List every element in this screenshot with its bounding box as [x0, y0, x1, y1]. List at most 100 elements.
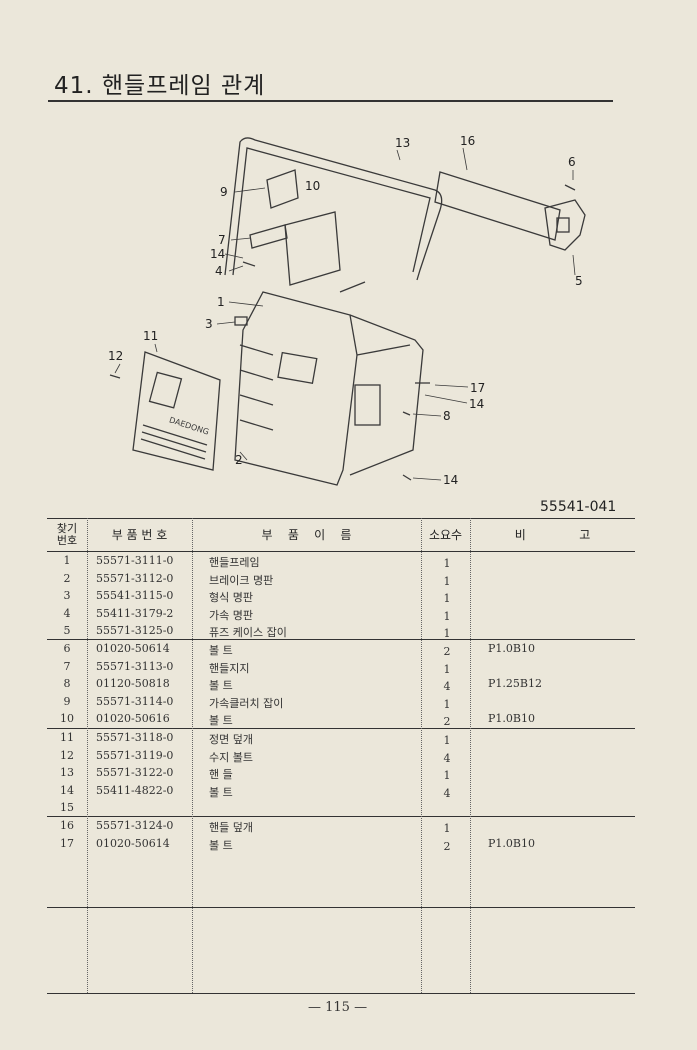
table-cell-name: 핸들지지: [209, 661, 250, 675]
callout-7: 7: [218, 233, 226, 247]
table-bottom-rule: [47, 993, 635, 994]
table-cell-part-no: 55571-3111-0: [96, 554, 174, 567]
main-frame-part: [234, 291, 358, 486]
part-8: [402, 411, 411, 416]
table-cell-remarks: P1.0B10: [488, 836, 535, 850]
table-cell-qty: 4: [443, 786, 451, 800]
table-cell-name: 퓨즈 케이스 잡이: [209, 626, 287, 640]
table-cell-part-no: 55571-3122-0: [96, 766, 174, 780]
table-cell-no: 13: [60, 766, 74, 780]
table-top-rule: [47, 518, 635, 519]
table-cell-name: 형식 명판: [209, 591, 253, 605]
table-cell-remarks: P1.25B12: [488, 677, 542, 691]
table-cell-no: 2: [63, 571, 71, 585]
part-7: [249, 224, 288, 249]
page-title: 41. 핸들프레임 관계: [54, 73, 266, 99]
table-cell-name: 가속 명판: [209, 608, 253, 622]
callout-14-mid: 14: [469, 397, 484, 411]
part-3: [234, 316, 248, 326]
bracket-part: [544, 199, 586, 251]
table-cell-no: 5: [63, 624, 71, 638]
table-cell-name: 볼 트: [209, 838, 233, 852]
table-cell-qty: 2: [443, 645, 451, 658]
table-cell-name: 볼 트: [209, 714, 233, 728]
part-6: [564, 184, 576, 191]
table-cell-name: 볼 트: [209, 785, 233, 799]
title-underline: [48, 100, 613, 102]
part-14-lower: [402, 474, 412, 481]
table-cell-qty: 2: [443, 715, 451, 729]
header-remarks: 비 고: [514, 528, 591, 542]
callout-5: 5: [575, 274, 583, 288]
col-divider: [87, 518, 88, 993]
table-cell-part-no: 55571-3118-0: [96, 731, 174, 744]
table-cell-qty: 1: [443, 574, 451, 588]
table-cell-part-no: 55571-3119-0: [96, 748, 174, 762]
table-cell-part-no: 55571-3114-0: [96, 694, 174, 708]
callout-16: 16: [460, 134, 475, 148]
table-cell-part-no: 55411-4822-0: [96, 783, 174, 797]
front-cover-part: [132, 351, 221, 471]
callout-11: 11: [143, 329, 158, 343]
table-cell-name: 수지 볼트: [209, 750, 253, 764]
table-cell-no: 4: [63, 606, 71, 620]
callout-10: 10: [305, 179, 320, 193]
part-4: [242, 261, 256, 267]
table-cell-name: 핸들 덮개: [209, 821, 253, 834]
table-cell-remarks: P1.0B10: [488, 712, 535, 726]
table-cell-name: 볼 트: [209, 679, 233, 693]
group-rule: [47, 816, 635, 817]
group-rule: [47, 728, 635, 729]
header-part-no: 부 품 번 호: [111, 528, 168, 542]
table-cell-part-no: 55411-3179-2: [96, 606, 174, 620]
table-cell-part-no: 01020-50616: [96, 712, 170, 726]
table-cell-qty: 1: [443, 822, 451, 835]
table-cell-qty: 1: [443, 627, 451, 641]
handle-part: [224, 137, 443, 281]
table-cell-part-no: 55571-3125-0: [96, 624, 174, 638]
table-cell-part-no: 01120-50818: [96, 677, 170, 691]
parts-table: 찾기 번호 부 품 번 호 부 품 이 름 소요수 비 고 1 55571-311…: [47, 518, 635, 994]
table-cell-name: 볼 트: [209, 644, 233, 657]
table-cell-qty: 1: [443, 557, 451, 570]
table-cell-name: 가속클러치 잡이: [209, 696, 284, 710]
part-10: [284, 211, 341, 286]
exploded-parts-diagram: DAEDONG 13 16 6 9 10 7 14 4 1 3 5 11 12 …: [108, 134, 586, 487]
table-cell-no: 3: [63, 589, 71, 603]
table-cell-no: 9: [63, 694, 71, 708]
table-cell-no: 15: [60, 801, 74, 815]
callout-3: 3: [205, 317, 213, 331]
table-cell-part-no: 55571-3124-0: [96, 819, 174, 832]
part-9: [266, 169, 299, 209]
table-cell-qty: 1: [443, 662, 451, 676]
callout-6: 6: [568, 155, 576, 169]
table-cell-no: 17: [60, 836, 74, 850]
col-divider: [421, 518, 422, 993]
callout-9: 9: [220, 185, 228, 199]
table-cell-part-no: 55571-3113-0: [96, 659, 174, 673]
table-cell-name: 핸들프레임: [209, 556, 260, 569]
header-part-name: 부 품 이 름: [261, 528, 352, 542]
callout-17: 17: [470, 381, 485, 395]
table-cell-no: 6: [63, 642, 71, 655]
header-bottom-rule: [47, 551, 635, 552]
table-cell-remarks: P1.0B10: [488, 642, 535, 655]
table-cell-no: 7: [63, 659, 71, 673]
table-cell-name: 정면 덮개: [209, 733, 253, 746]
table-cell-part-no: 01020-50614: [96, 836, 170, 850]
table-cell-part-no: 55541-3115-0: [96, 589, 174, 603]
table-cell-qty: 4: [443, 751, 451, 765]
cover-logo-text: DAEDONG: [168, 415, 210, 436]
header-ref-no: 찾기 번호: [56, 521, 78, 547]
header-qty: 소요수: [428, 528, 463, 542]
table-cell-qty: 2: [443, 839, 451, 853]
callout-13: 13: [395, 136, 410, 150]
table-cell-qty: 1: [443, 734, 451, 747]
table-cell-part-no: 01020-50614: [96, 642, 170, 655]
drawing-number: 55541-041: [540, 499, 617, 515]
callout-12: 12: [108, 349, 123, 363]
callout-14-lower: 14: [443, 473, 458, 487]
callout-14-upper: 14: [210, 247, 225, 261]
callout-1: 1: [217, 295, 225, 309]
table-cell-no: 8: [63, 677, 71, 691]
